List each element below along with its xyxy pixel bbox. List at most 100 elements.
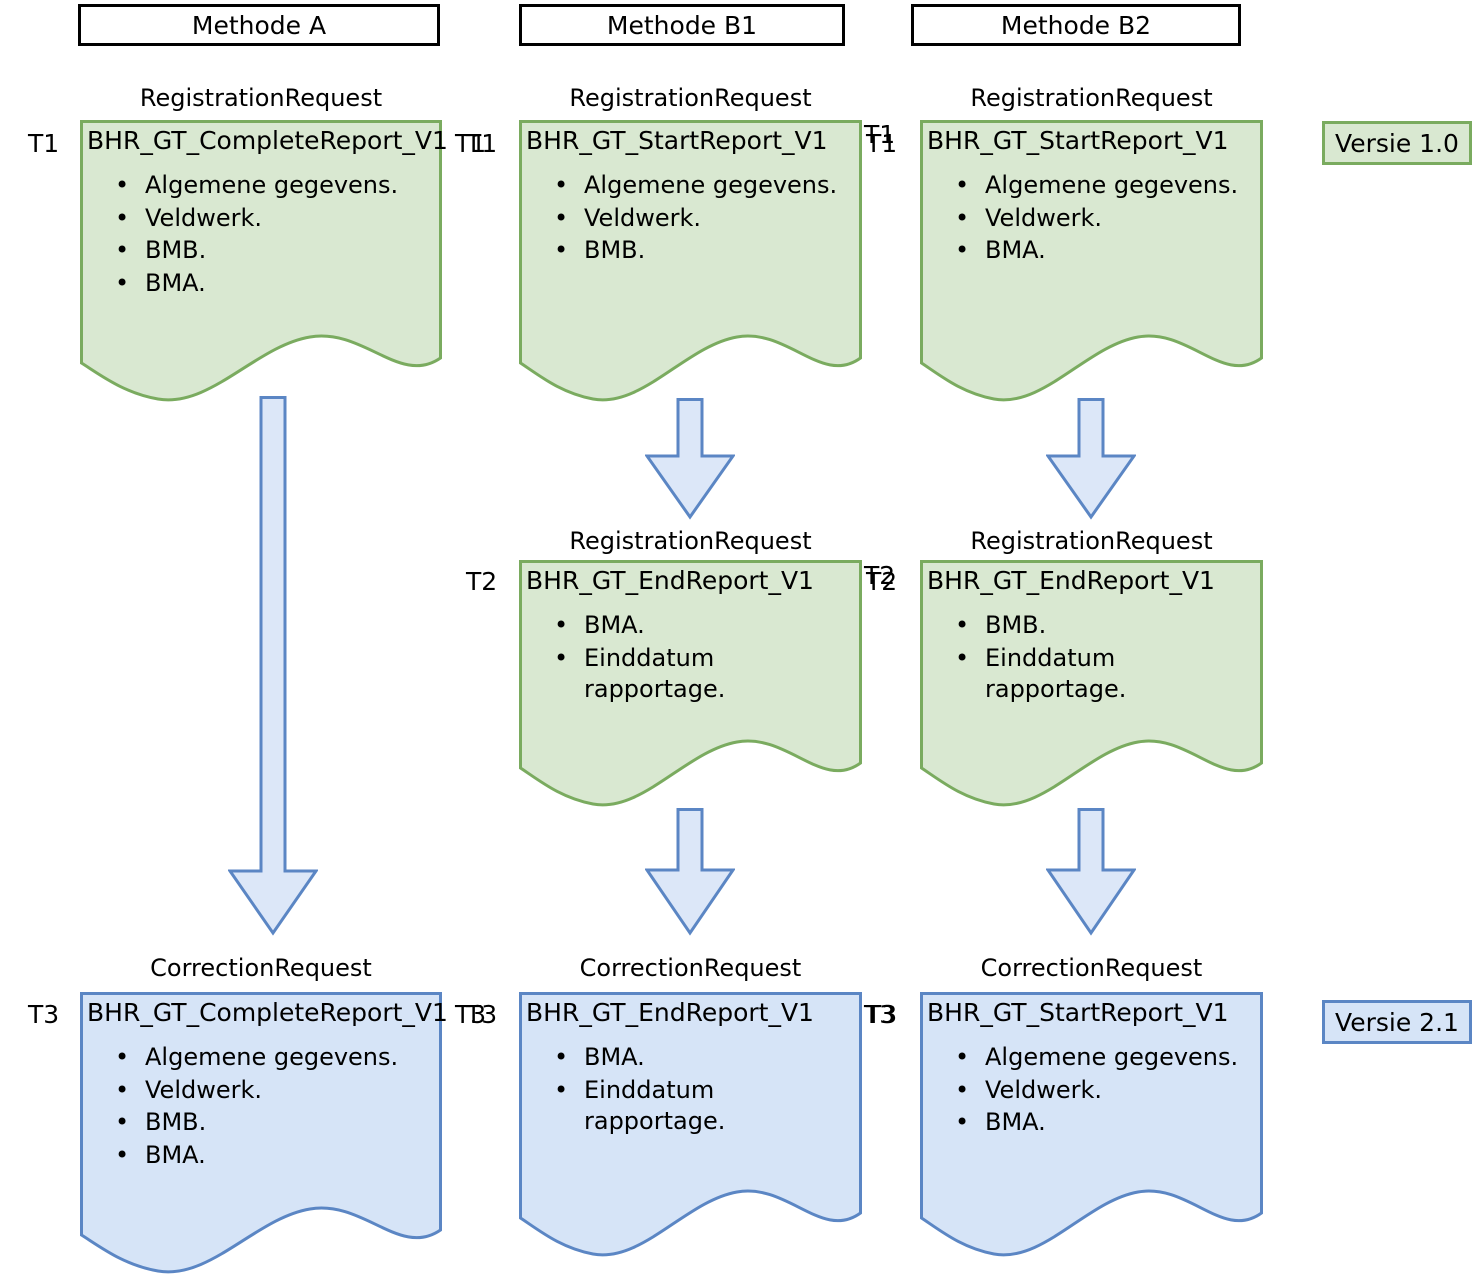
card-a-t3-shape: [80, 992, 442, 1274]
bullet-icon: •: [554, 643, 569, 672]
list-item: •Einddatum rapportage.: [955, 643, 1160, 706]
list-item: •Veldwerk.: [955, 1075, 1259, 1107]
method-header-a-label: Methode A: [191, 10, 327, 40]
card-a-t1-items: •Algemene gegevens. •Veldwerk. •BMB. •BM…: [87, 170, 438, 300]
card-b1-t3-content: BHR_GT_EndReport_V1 •BMA. •Einddatum rap…: [519, 992, 862, 1139]
list-item: •BMA.: [115, 268, 438, 300]
card-b2-t2[interactable]: BHR_GT_EndReport_V1 • BMB. •Einddatum rap…: [920, 560, 1263, 810]
method-header-a: Methode A: [78, 4, 440, 46]
version-badge-corrected: Versie 2.1: [1322, 1000, 1472, 1044]
card-a-t1-content: BHR_GT_CompleteReport_V1 •Algemene gegev…: [80, 120, 448, 301]
list-item-label: Veldwerk.: [985, 1075, 1103, 1104]
bullet-icon: •: [955, 203, 970, 232]
card-a-t3-time-right: T3: [455, 1000, 487, 1029]
arrow-b2-t1-to-t2: [1046, 398, 1136, 520]
card-b1-t1-kind: RegistrationRequest: [569, 84, 812, 112]
card-b2-t2-name: BHR_GT_EndReport_V1: [927, 566, 1215, 595]
method-header-b2: Methode B2: [911, 4, 1241, 46]
list-item-label: Veldwerk.: [584, 203, 702, 232]
list-item: •BMA.: [554, 1042, 858, 1074]
card-b1-t1[interactable]: BHR_GT_StartReport_V1 •Algemene gegevens…: [519, 120, 862, 405]
card-a-t3-kind: CorrectionRequest: [150, 954, 372, 982]
list-item: •BMB.: [115, 235, 438, 267]
list-item-label: BMB.: [145, 1108, 207, 1137]
card-a-t3[interactable]: BHR_GT_CompleteReport_V1 •Algemene gegev…: [80, 992, 448, 1277]
card-b1-t2-shape: [519, 560, 862, 807]
card-b1-t2-kind: RegistrationRequest: [569, 527, 812, 555]
card-a-t3-time-left: T3: [28, 1000, 60, 1029]
bullet-icon: •: [955, 611, 970, 639]
arrow-b2-t2-to-t3: [1046, 808, 1136, 936]
card-a-t1-time-right: T1: [455, 129, 487, 158]
card-b1-t3-name: BHR_GT_EndReport_V1: [526, 998, 814, 1027]
card-b1-t2-items: •BMA. •Einddatum rapportage.: [526, 610, 858, 706]
list-item-label: Veldwerk.: [145, 203, 263, 232]
arrow-a-t1-to-t3: [228, 396, 318, 936]
list-item-label: BMB.: [584, 236, 646, 265]
card-a-t1-kind: RegistrationRequest: [139, 84, 383, 112]
card-b1-t2[interactable]: BHR_GT_EndReport_V1 •BMA. •Einddatum rap…: [519, 560, 862, 810]
card-a-t1[interactable]: BHR_GT_CompleteReport_V1 •Algemene gegev…: [80, 120, 448, 405]
version-badge-corrected-label: Versie 2.1: [1335, 1007, 1459, 1037]
list-item: •Einddatum rapportage.: [554, 1075, 759, 1138]
list-item: •BMA.: [955, 235, 1259, 267]
card-b2-t3-time-left: T3: [866, 1000, 898, 1029]
card-b2-t1-content: BHR_GT_StartReport_V1 •Algemene gegevens…: [920, 120, 1263, 268]
bullet-icon: •: [115, 1075, 130, 1104]
card-b1-t1-items: •Algemene gegevens. • Veldwerk. • BMB.: [526, 170, 858, 267]
card-b2-t1-kind: RegistrationRequest: [970, 84, 1213, 112]
bullet-icon: •: [115, 1108, 130, 1137]
card-b2-t3-content: BHR_GT_StartReport_V1 •Algemene gegevens…: [920, 992, 1263, 1140]
list-item: •BMA.: [955, 1107, 1259, 1139]
card-b1-t3-time-right: T3: [864, 1000, 896, 1029]
list-item-label: BMB.: [985, 611, 1047, 639]
list-item-label: Algemene gegevens.: [985, 1043, 1239, 1071]
card-b2-t1-items: •Algemene gegevens. • Veldwerk. •BMA.: [927, 170, 1259, 267]
card-b2-t2-content: BHR_GT_EndReport_V1 • BMB. •Einddatum rap…: [920, 560, 1263, 707]
bullet-icon: •: [554, 203, 569, 232]
card-b1-t2-name: BHR_GT_EndReport_V1: [526, 566, 814, 595]
method-header-b2-label: Methode B2: [1000, 10, 1152, 40]
list-item: • Veldwerk.: [554, 203, 858, 235]
card-a-t3-items: •Algemene gegevens. •Veldwerk. •BMB. •BM…: [87, 1042, 438, 1172]
list-item-label: BMB.: [145, 236, 207, 265]
list-item-label: Veldwerk.: [985, 203, 1103, 232]
list-item: •Algemene gegevens.: [955, 1042, 1259, 1074]
card-b2-t1-name: BHR_GT_StartReport_V1: [927, 126, 1229, 155]
card-b2-t1-shape: [920, 120, 1263, 402]
bullet-icon: •: [554, 611, 569, 639]
arrow-b1-t2-to-t3: [645, 808, 735, 936]
card-b1-t3-items: •BMA. •Einddatum rapportage.: [526, 1042, 858, 1138]
card-b2-t2-shape: [920, 560, 1263, 807]
list-item-label: BMA.: [145, 1141, 206, 1170]
bullet-icon: •: [554, 1043, 569, 1071]
card-b1-t3[interactable]: BHR_GT_EndReport_V1 •BMA. •Einddatum rap…: [519, 992, 862, 1277]
card-b1-t1-time-right: T1: [864, 120, 896, 149]
list-item: • Veldwerk.: [115, 203, 438, 235]
list-item-label: Einddatum rapportage.: [985, 643, 1127, 704]
arrow-b1-t1-to-t2: [645, 398, 735, 520]
card-b2-t1[interactable]: BHR_GT_StartReport_V1 •Algemene gegevens…: [920, 120, 1263, 405]
card-b2-t3[interactable]: BHR_GT_StartReport_V1 •Algemene gegevens…: [920, 992, 1263, 1277]
bullet-icon: •: [554, 236, 569, 265]
list-item-label: BMA.: [985, 1108, 1046, 1137]
list-item: • Veldwerk.: [955, 203, 1259, 235]
list-item: • BMB.: [554, 235, 858, 267]
list-item-label: Algemene gegevens.: [985, 171, 1239, 199]
list-item: • BMB.: [955, 610, 1259, 642]
bullet-icon: •: [115, 203, 130, 232]
list-item: • Einddatum rapportage.: [554, 643, 759, 706]
list-item-label: BMA.: [145, 269, 206, 298]
bullet-icon: •: [115, 1141, 130, 1170]
card-b2-t3-items: •Algemene gegevens. •Veldwerk. •BMA.: [927, 1042, 1259, 1139]
card-b2-t3-shape: [920, 992, 1263, 1257]
list-item-label: Einddatum rapportage.: [584, 1075, 726, 1136]
list-item: •Algemene gegevens.: [955, 170, 1259, 202]
bullet-icon: •: [554, 171, 569, 199]
list-item: •Algemene gegevens.: [115, 1042, 438, 1074]
list-item: • BMB.: [115, 1107, 438, 1139]
list-item: •Algemene gegevens.: [554, 170, 858, 202]
card-b2-t2-time-left: T2: [866, 567, 898, 596]
list-item-label: Einddatum rapportage.: [584, 643, 726, 704]
